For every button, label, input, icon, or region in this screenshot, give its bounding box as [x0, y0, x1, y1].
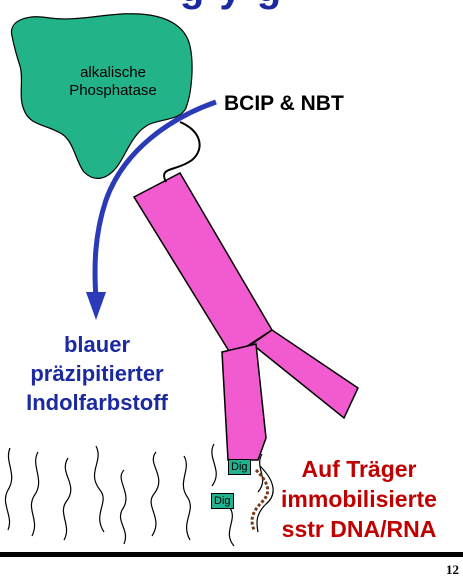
carrier-label-line2: immobilisierte [281, 486, 437, 512]
reaction-arrowhead [86, 292, 106, 320]
antibody-right-arm [250, 329, 359, 420]
enzyme-label-line1: alkalische [80, 64, 146, 81]
antibody [132, 172, 359, 461]
carrier-fibers [4, 443, 264, 547]
title-fragment: g y g [0, 0, 463, 11]
enzyme-label: alkalische Phosphatase [38, 64, 188, 100]
page-number: 12 [446, 562, 459, 577]
conjugate-linker [163, 121, 201, 183]
substrate-label: BCIP & NBT [224, 92, 344, 115]
carrier-label-line3: sstr DNA/RNA [281, 516, 437, 542]
dig-label-bottom: Dig [211, 493, 234, 509]
antibody-stem [221, 343, 267, 461]
probe-strand [250, 468, 270, 531]
carrier-label-line1: Auf Träger [301, 456, 417, 482]
reaction-arrow-shaft [92, 99, 217, 301]
alkaline-phosphatase-blob [10, 13, 193, 179]
product-label-line1: blauer [63, 332, 131, 357]
dig-label-top: Dig [228, 459, 251, 475]
target-strand [256, 465, 274, 533]
product-label-line2: präzipitierter [30, 361, 164, 386]
carrier-label: Auf Träger immobilisierte sstr DNA/RNA [256, 454, 462, 544]
enzyme-label-line2: Phosphatase [69, 82, 157, 99]
antibody-heavy-arm [132, 172, 274, 358]
product-label: blauer präzipitierter Indolfarbstoff [2, 330, 192, 417]
baseline-bar [0, 552, 463, 557]
product-label-line3: Indolfarbstoff [26, 390, 168, 415]
